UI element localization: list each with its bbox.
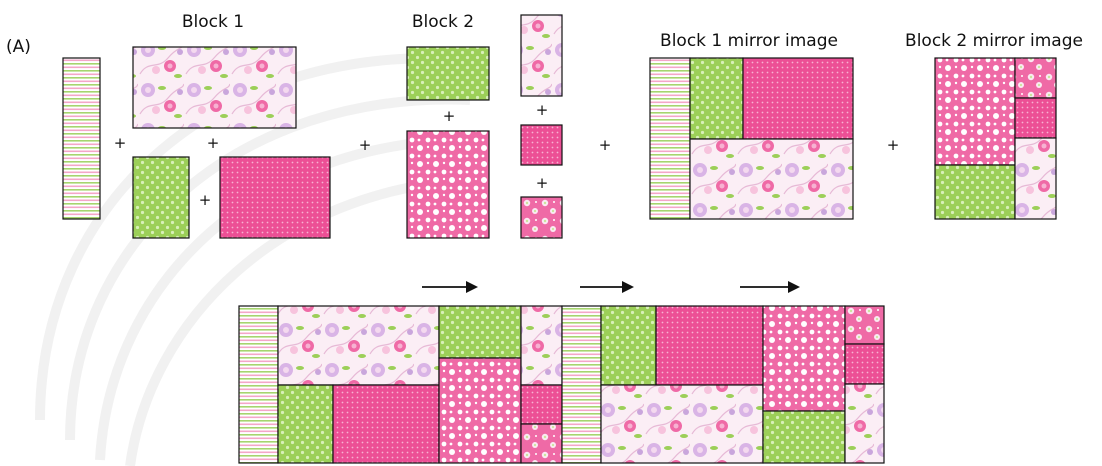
pink-polka-piece (407, 131, 489, 238)
pink-grid-piece (845, 344, 884, 384)
green-dot-piece (407, 47, 489, 100)
plus-sign: + (114, 134, 127, 152)
stripe-piece (63, 58, 100, 219)
green-dot-piece (133, 157, 189, 238)
block2-mirror-block (935, 58, 1056, 219)
panel-label: (A) (6, 37, 31, 57)
pink-flower-piece (845, 306, 884, 344)
pink-flower-piece (521, 424, 562, 463)
right-arrow-icon (740, 281, 800, 293)
plus-sign: + (443, 107, 456, 125)
floral-piece (521, 306, 562, 385)
plus-sign: + (887, 136, 900, 154)
pink-polka-piece (763, 306, 845, 411)
pink-grid-piece (1015, 98, 1056, 138)
pink-grid-piece (220, 157, 330, 238)
pink-polka-piece (935, 58, 1015, 165)
pink-grid-piece (743, 58, 853, 139)
green-dot-piece (763, 411, 845, 463)
right-arrow-icon (422, 281, 478, 293)
pink-polka-piece (439, 358, 521, 463)
floral-piece (601, 385, 763, 463)
floral-piece (521, 15, 562, 96)
plus-sign: + (359, 136, 372, 154)
arrows (422, 281, 800, 293)
plus-sign: + (536, 174, 549, 192)
green-dot-piece (439, 306, 521, 358)
pink-grid-piece (521, 125, 562, 165)
green-dot-piece (935, 165, 1015, 219)
floral-piece (1015, 138, 1056, 219)
pink-grid-piece (521, 385, 562, 424)
pink-flower-piece (521, 197, 562, 238)
plus-sign: + (207, 134, 220, 152)
assembled-row (239, 306, 884, 463)
block1-mirror-block (650, 58, 853, 219)
block2-title: Block 2 (412, 12, 474, 32)
floral-piece (133, 47, 296, 128)
right-arrow-icon (580, 281, 634, 293)
block1-mirror-title: Block 1 mirror image (660, 31, 838, 51)
plus-sign: + (199, 191, 212, 209)
stripe-piece (562, 306, 601, 463)
pink-grid-piece (656, 306, 763, 385)
green-dot-piece (690, 58, 743, 139)
pink-grid-piece (333, 385, 439, 463)
plus-sign: + (599, 136, 612, 154)
block2-mirror-title: Block 2 mirror image (905, 31, 1083, 51)
block1-title: Block 1 (182, 12, 244, 32)
pink-flower-piece (1015, 58, 1056, 98)
floral-piece (278, 306, 439, 385)
stripe-piece (239, 306, 278, 463)
stripe-piece (650, 58, 690, 219)
green-dot-piece (278, 385, 333, 463)
green-dot-piece (601, 306, 656, 385)
plus-sign: + (536, 101, 549, 119)
floral-piece (690, 139, 853, 219)
floral-piece (845, 384, 884, 463)
